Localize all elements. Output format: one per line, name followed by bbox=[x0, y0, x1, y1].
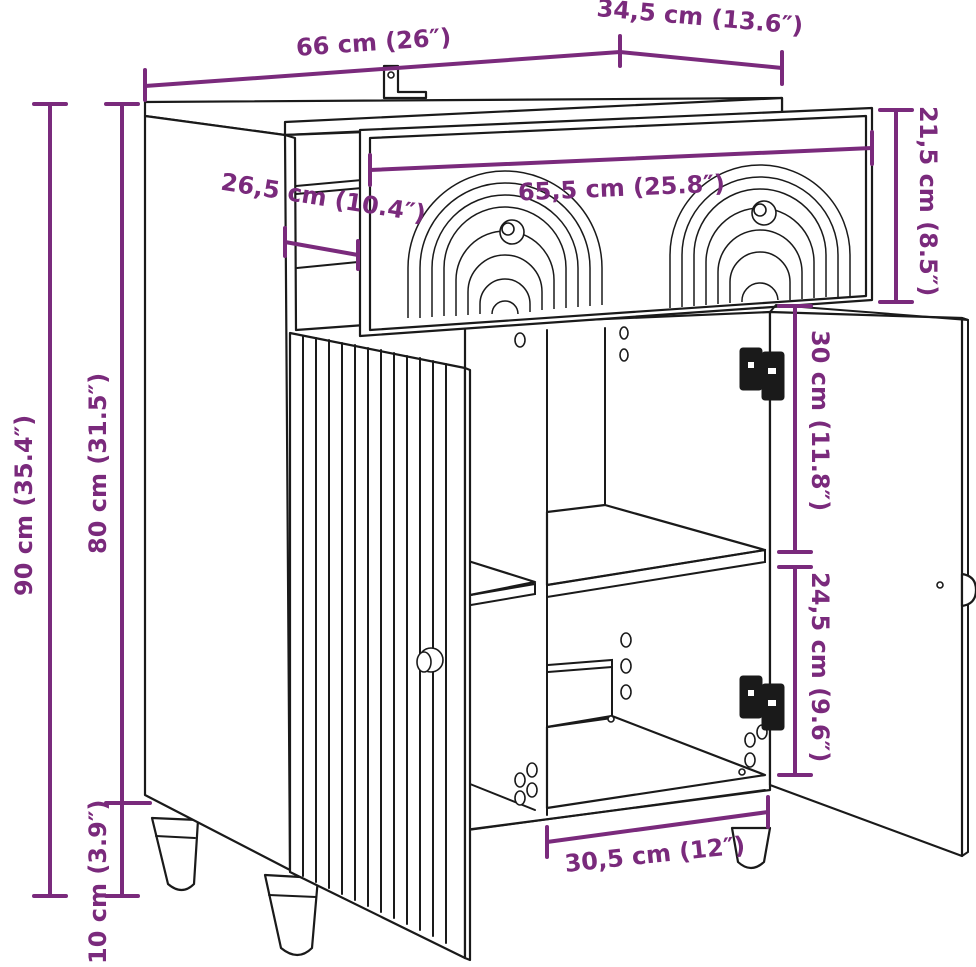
left-side-panel bbox=[143, 114, 292, 872]
left-door[interactable] bbox=[288, 331, 472, 962]
body-height-label: 80 cm (31.5″) bbox=[84, 373, 112, 554]
dimension-lines bbox=[32, 34, 914, 898]
total-height-label: 90 cm (35.4″) bbox=[10, 415, 38, 596]
inner-width-label: 30,5 cm (12″) bbox=[563, 831, 746, 878]
leg-height-label: 10 cm (3.9″) bbox=[84, 799, 112, 964]
drawer-height-label: 21,5 cm (8.5″) bbox=[914, 106, 942, 296]
right-door-knob-icon[interactable] bbox=[960, 572, 976, 608]
cabinet-illustration bbox=[143, 64, 976, 962]
lower-compartment-label: 24,5 cm (9.6″) bbox=[806, 572, 834, 762]
wall-bracket bbox=[382, 64, 428, 100]
bottom-shelf bbox=[545, 714, 767, 810]
cabinet-legs bbox=[150, 816, 772, 957]
right-door[interactable] bbox=[768, 303, 976, 858]
drawer-arch-motif-left bbox=[407, 170, 603, 318]
depth-label: 34,5 cm (13.6″) bbox=[596, 0, 805, 40]
upper-hinge-icon bbox=[739, 347, 785, 401]
lower-hinge-icon bbox=[739, 675, 785, 731]
upper-compartment-label: 30 cm (11.8″) bbox=[806, 330, 834, 511]
drawer[interactable] bbox=[358, 106, 874, 338]
width-label: 66 cm (26″) bbox=[295, 23, 452, 62]
hinges bbox=[739, 347, 785, 731]
drawer-arch-motif-right bbox=[669, 164, 851, 308]
shelf-pin-holes bbox=[514, 326, 768, 806]
dimension-labels: 66 cm (26″) 34,5 cm (13.6″) 65,5 cm (25.… bbox=[10, 0, 942, 964]
